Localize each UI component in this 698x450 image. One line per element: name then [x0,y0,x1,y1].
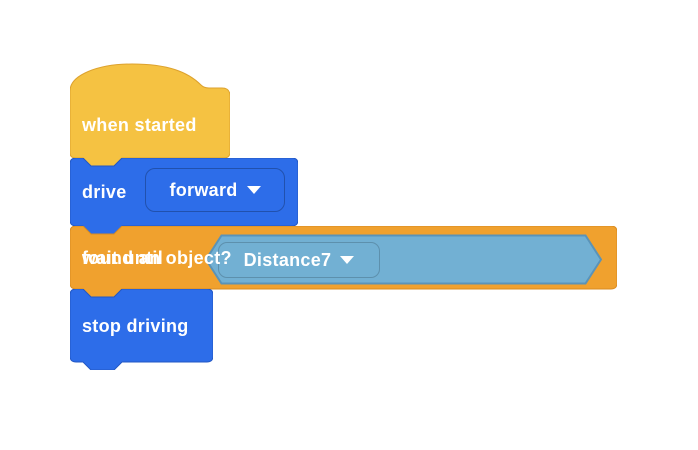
drive-label: drive [82,182,127,202]
drive-block[interactable]: drive forward [70,158,298,234]
sensor-value: Distance7 [243,249,332,270]
predicate-label: found an object? [82,248,232,268]
sensor-dropdown[interactable]: Distance7 [218,242,380,278]
when-started-hat-block[interactable]: when started [70,63,230,166]
chevron-down-icon [340,256,355,264]
chevron-down-icon [246,186,261,194]
condition-hexagon-shape[interactable] [205,234,602,285]
stop-driving-block[interactable]: stop driving [70,289,213,370]
when-started-label: when started [82,115,197,135]
wait-until-block[interactable]: wait until Distance7 found an object? [70,226,617,297]
drive-direction-dropdown[interactable]: forward [145,168,285,212]
stop-block-shape [70,289,213,370]
wait-until-label: wait until [82,248,163,268]
condition-hexagon-path [205,234,602,285]
drive-direction-value: forward [169,179,238,200]
stop-block-path [70,289,213,370]
stop-driving-label: stop driving [82,316,189,336]
